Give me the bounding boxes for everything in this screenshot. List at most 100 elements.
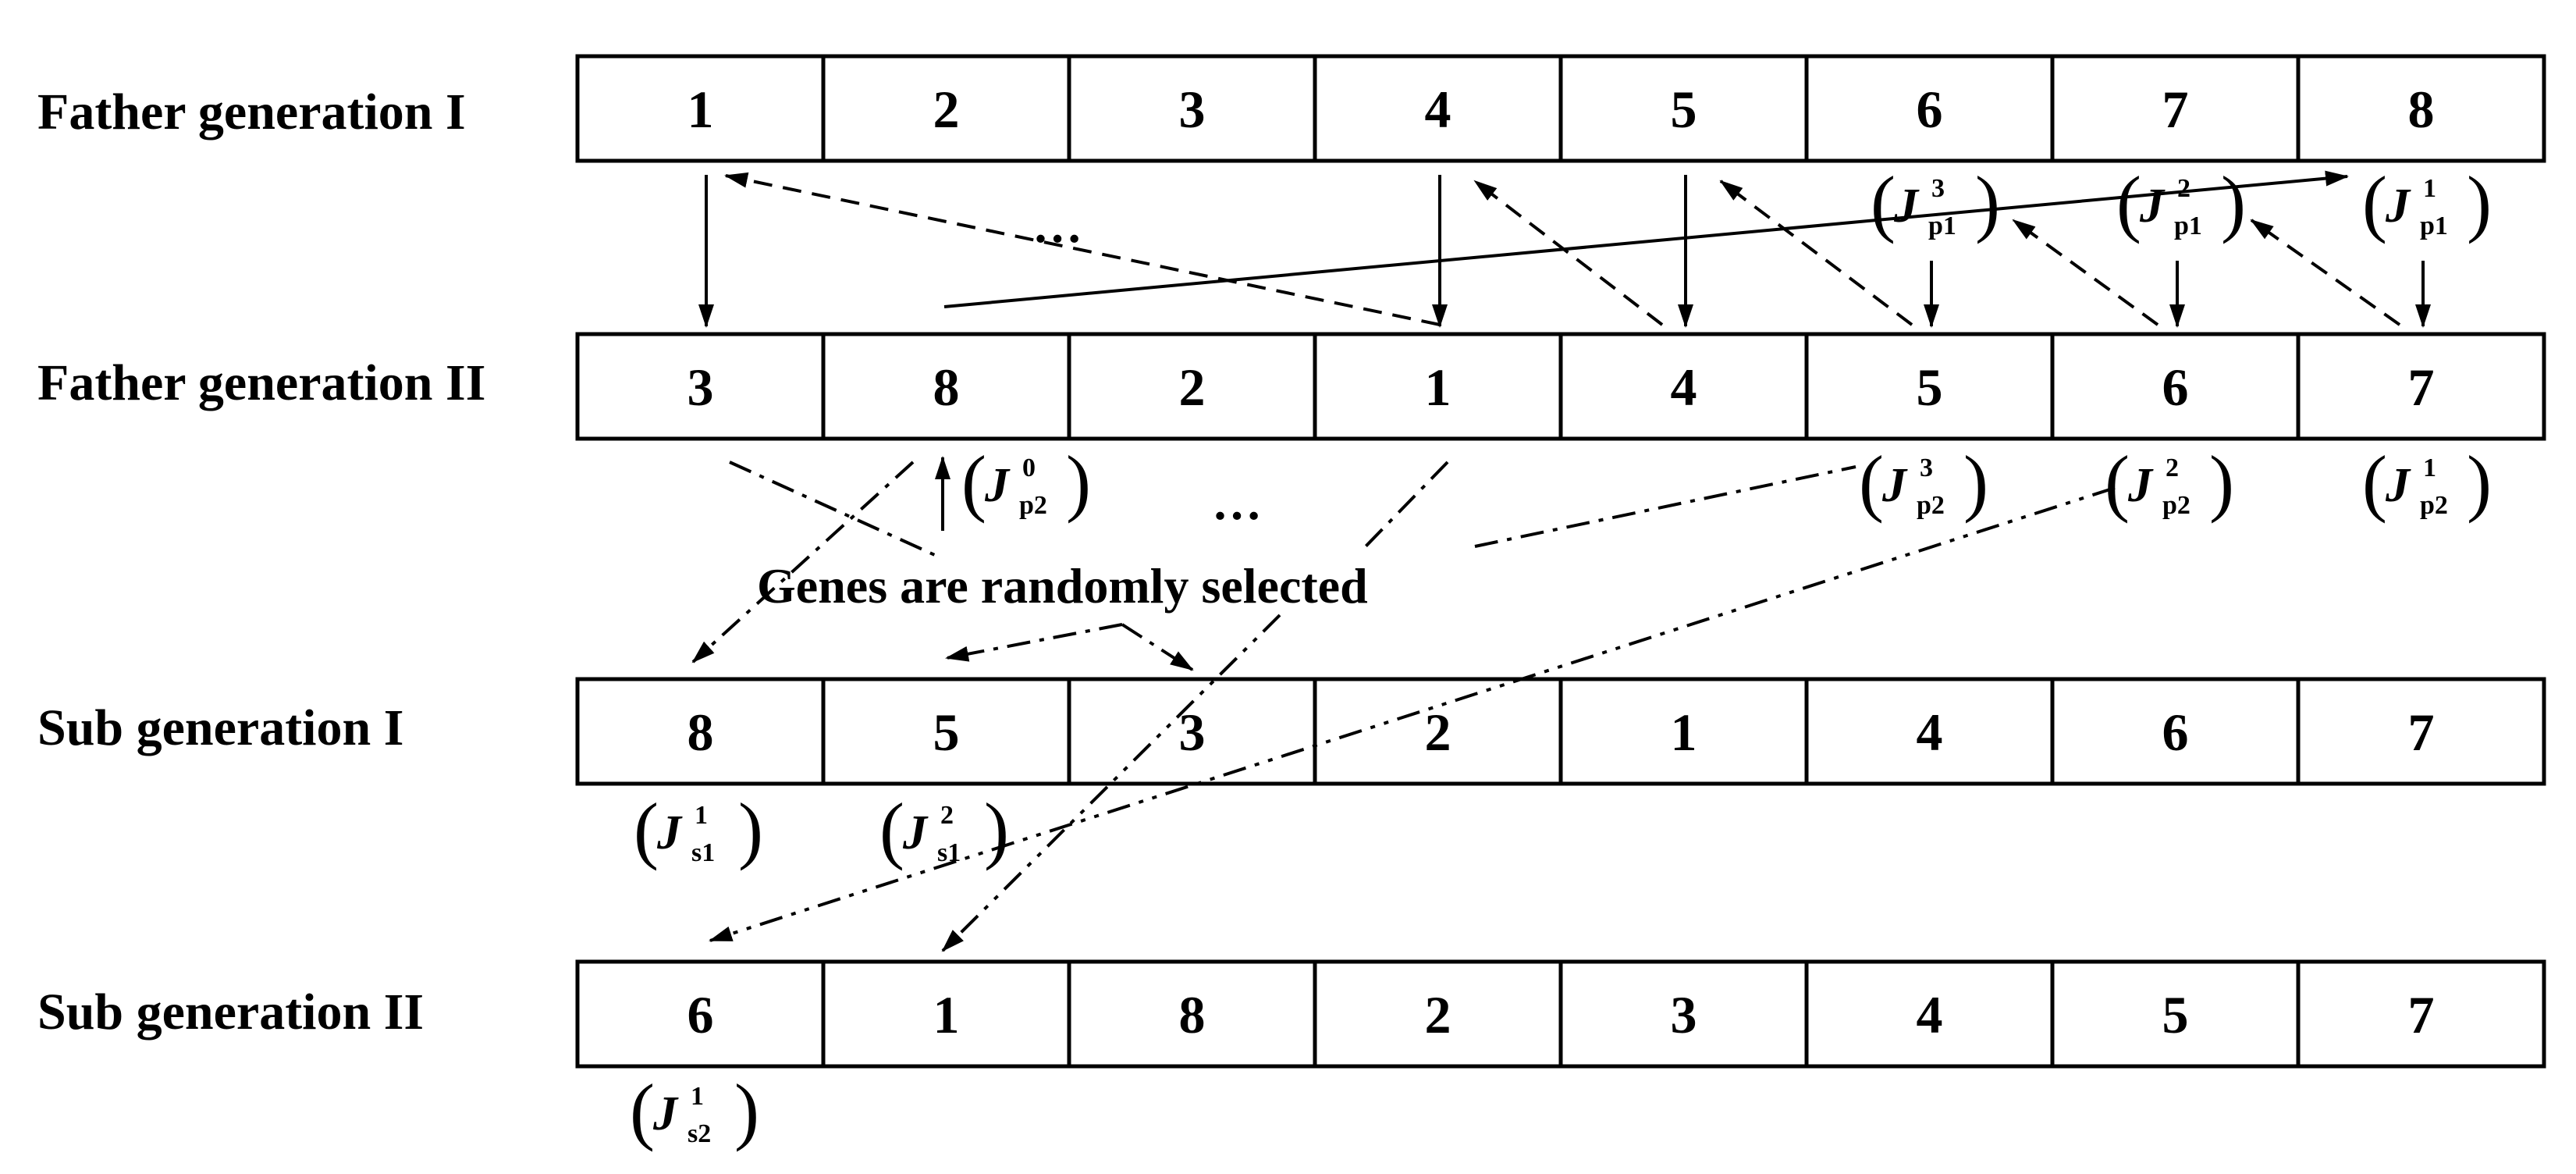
symbol-base: J xyxy=(2385,180,2411,233)
paren-close: ) xyxy=(1066,440,1091,524)
gene-value: 6 xyxy=(1917,80,1943,139)
gene-cell xyxy=(2296,677,2546,786)
dashdot-jp2-3-line xyxy=(1474,465,1856,548)
paren-open: ( xyxy=(630,1069,655,1152)
gene-value: 5 xyxy=(933,703,960,762)
gene-value: 5 xyxy=(2162,985,2189,1044)
arrow-gene8-long xyxy=(943,170,2349,308)
paren-open: ( xyxy=(1859,440,1884,524)
row-label-father-generation-1: Father generation I xyxy=(37,84,466,141)
symbol-subscript: p1 xyxy=(1928,212,1956,240)
row-label-father-generation-2: Father generation II xyxy=(37,354,485,411)
dashdot-1-to-sub2 xyxy=(1364,461,1449,548)
symbol-base: J xyxy=(902,806,929,859)
gene-value: 2 xyxy=(1179,358,1206,417)
gene-value: 3 xyxy=(688,358,714,417)
gene-value: 2 xyxy=(933,80,960,139)
gene-value: 6 xyxy=(2162,358,2189,417)
paren-close: ) xyxy=(2209,440,2234,524)
dashdot-note-to-5 xyxy=(945,623,1123,662)
dashdotdot-6-to-sub2 xyxy=(709,486,2116,942)
paren-close: ) xyxy=(984,788,1009,871)
dashdot-8-to-sub1 xyxy=(691,461,915,663)
gene-value: 5 xyxy=(1671,80,1697,139)
gene-value: 1 xyxy=(1671,703,1697,762)
gene-cell xyxy=(2296,54,2546,163)
paren-close: ) xyxy=(2221,161,2246,244)
paren-open: ( xyxy=(2362,440,2387,524)
paren-close: ) xyxy=(738,788,763,871)
gene-value: 6 xyxy=(688,985,714,1044)
symbol-subscript: p2 xyxy=(2162,491,2190,520)
gene-value: 2 xyxy=(1425,703,1451,762)
symbol-subscript: s2 xyxy=(688,1119,711,1148)
gene-cell xyxy=(2296,959,2546,1069)
symbol-superscript: 2 xyxy=(2177,174,2190,203)
paren-open: ( xyxy=(961,440,986,524)
paren-open: ( xyxy=(634,788,659,871)
gene-value: 7 xyxy=(2162,80,2189,139)
dashdot-3-to-gene-area xyxy=(729,461,937,557)
gene-value: 1 xyxy=(688,80,714,139)
symbol-subscript: p1 xyxy=(2420,212,2448,240)
gene-cell xyxy=(2296,332,2546,441)
gene-value: 8 xyxy=(933,358,960,417)
symbol-base: J xyxy=(1881,459,1908,512)
gene-value: 3 xyxy=(1671,985,1697,1044)
symbol-superscript: 1 xyxy=(695,801,708,830)
symbol-subscript: p1 xyxy=(2174,212,2202,240)
symbol-superscript: 2 xyxy=(940,801,954,830)
solid-arrows xyxy=(698,170,2431,531)
symbol-superscript: 1 xyxy=(691,1082,704,1111)
gene-value: 7 xyxy=(2408,358,2435,417)
symbol-superscript: 0 xyxy=(1022,454,1036,482)
row-label-sub-generation-2: Sub generation II xyxy=(37,984,424,1041)
symbol-base: J xyxy=(984,459,1011,512)
symbol-base: J xyxy=(2139,180,2166,233)
gene-value: 1 xyxy=(933,985,960,1044)
paren-open: ( xyxy=(2362,161,2387,244)
gene-value: 5 xyxy=(1917,358,1943,417)
paren-close: ) xyxy=(734,1069,759,1152)
dashed-arrows xyxy=(724,172,2401,326)
gene-value: 8 xyxy=(1179,985,1206,1044)
gene-value: 2 xyxy=(1425,985,1451,1044)
row-label-sub-generation-1: Sub generation I xyxy=(37,699,403,756)
gene-value: 7 xyxy=(2408,985,2435,1044)
paren-close: ) xyxy=(1963,440,1988,524)
ellipsis-2: … xyxy=(1212,475,1262,530)
symbol-superscript: 3 xyxy=(1920,454,1933,482)
paren-open: ( xyxy=(1871,161,1896,244)
gene-value: 4 xyxy=(1917,985,1943,1044)
paren-open: ( xyxy=(2105,440,2130,524)
dash-dot-arrows xyxy=(691,461,1856,671)
dashed-arrow-6-to-6 xyxy=(2012,219,2159,326)
symbol-base: J xyxy=(2127,459,2154,512)
symbol-base: J xyxy=(1893,180,1920,233)
paren-close: ) xyxy=(1975,161,2000,244)
paren-close: ) xyxy=(2467,440,2492,524)
dashed-arrow-7-to-7 xyxy=(2250,219,2401,326)
symbol-superscript: 2 xyxy=(2166,454,2179,482)
chromosome-sub-generation-2: 6 1 8 2 3 4 5 7 xyxy=(575,959,2546,1069)
gene-value: 7 xyxy=(2408,703,2435,762)
symbol-subscript: p2 xyxy=(1917,491,1945,520)
dashdot-note-to-3 xyxy=(1121,623,1194,671)
symbol-subscript: s1 xyxy=(691,838,715,867)
symbol-base: J xyxy=(652,1087,679,1140)
gene-value: 6 xyxy=(2162,703,2189,762)
gene-value: 8 xyxy=(2408,80,2435,139)
